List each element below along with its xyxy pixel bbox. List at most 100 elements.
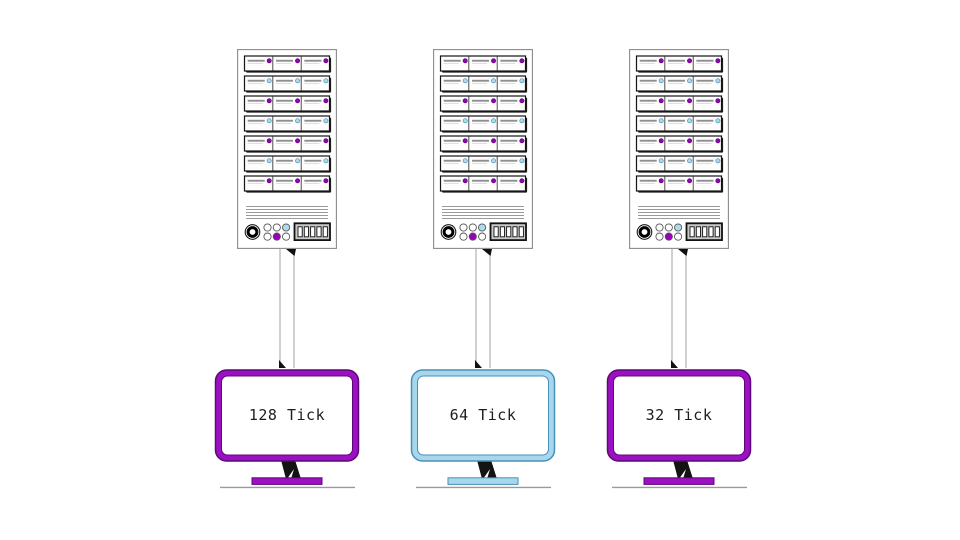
indicator-light-purple — [272, 232, 281, 241]
power-button-icon — [244, 224, 261, 240]
monitor-screen — [221, 375, 353, 456]
monitor — [606, 369, 752, 489]
drive-handle-groove — [304, 83, 320, 84]
drive-handle-groove — [304, 143, 320, 144]
drive-handle-groove — [247, 63, 263, 64]
drive-led — [658, 58, 664, 64]
port-slot — [506, 226, 512, 238]
drive-handle — [472, 179, 490, 182]
port-slot — [316, 226, 322, 238]
cable-connector — [475, 360, 482, 368]
drive-handle-groove — [247, 163, 263, 164]
server-monitor-column: 32 Tick — [604, 0, 754, 540]
drive-handle — [472, 99, 490, 102]
drive-led — [323, 138, 329, 144]
indicator-light — [664, 223, 673, 232]
drive-led — [658, 138, 664, 144]
drive-handle — [668, 159, 686, 162]
drive-handle — [443, 119, 461, 122]
drive-handle-groove — [443, 143, 459, 144]
port-slot — [714, 226, 720, 238]
drive-handle — [639, 159, 657, 162]
cable-connector — [678, 249, 688, 256]
drive-handle — [443, 179, 461, 182]
drive-handle-groove — [696, 63, 712, 64]
drive-led — [266, 138, 272, 144]
drive-led — [323, 78, 329, 84]
drive-handle-groove — [247, 183, 263, 184]
drive-handle-groove — [304, 123, 320, 124]
port-slot — [708, 226, 714, 238]
drive-led — [462, 98, 468, 104]
drive-handle-groove — [443, 123, 459, 124]
port-slot — [493, 226, 499, 238]
drive-handle — [500, 99, 518, 102]
drive-led — [491, 78, 496, 84]
drive-handle-groove — [500, 83, 516, 84]
drive-handle-groove — [443, 163, 459, 164]
drive-handle — [247, 139, 265, 142]
drive-handle-groove — [443, 83, 459, 84]
drive-handle — [247, 119, 265, 122]
drive-handle — [696, 79, 714, 82]
indicator-light-purple — [468, 232, 477, 241]
drive-led — [715, 98, 721, 104]
indicator-light-purple — [664, 232, 673, 241]
port-slot — [499, 226, 505, 238]
drive-led — [491, 178, 496, 184]
drive-handle-groove — [500, 123, 516, 124]
port-slot — [689, 226, 695, 238]
drive-handle-groove — [696, 123, 712, 124]
indicator-light — [272, 223, 281, 232]
drive-handle — [696, 139, 714, 142]
drive-handle-groove — [668, 183, 684, 184]
drive-led — [323, 58, 329, 64]
drive-led — [295, 138, 300, 144]
drive-led — [715, 138, 721, 144]
drive-handle-groove — [472, 163, 488, 164]
drive-handle-groove — [443, 183, 459, 184]
drive-handle — [500, 159, 518, 162]
drive-handle-groove — [668, 143, 684, 144]
cable-connector — [279, 360, 286, 368]
drive-led — [715, 118, 721, 124]
server-rack — [629, 49, 729, 249]
drive-handle — [696, 99, 714, 102]
drive-handle-groove — [472, 83, 488, 84]
drive-led — [519, 158, 525, 164]
drive-handle-groove — [247, 83, 263, 84]
drive-led — [266, 98, 272, 104]
port-slot — [512, 226, 518, 238]
drive-bays — [243, 55, 332, 193]
drive-led — [295, 178, 300, 184]
cable — [671, 249, 688, 368]
drive-led — [687, 58, 692, 64]
server-monitor-column: 64 Tick — [408, 0, 558, 540]
drive-handle — [276, 59, 294, 62]
control-panel — [440, 222, 527, 242]
drive-led — [266, 178, 272, 184]
monitor — [214, 369, 360, 489]
port-slot — [695, 226, 701, 238]
indicator-light — [263, 223, 272, 232]
drive-handle — [276, 99, 294, 102]
port-slot — [310, 226, 316, 238]
drive-led — [519, 178, 525, 184]
drive-handle — [304, 99, 322, 102]
drive-handle — [500, 79, 518, 82]
indicator-light — [655, 223, 664, 232]
drive-handle — [472, 79, 490, 82]
monitor-base — [643, 477, 715, 485]
drive-handle — [639, 59, 657, 62]
drive-handle-groove — [443, 63, 459, 64]
drive-led — [266, 78, 272, 84]
drive-handle-groove — [696, 143, 712, 144]
drive-handle-groove — [276, 83, 292, 84]
drive-handle-groove — [472, 183, 488, 184]
drive-led — [658, 78, 664, 84]
monitor-stand-highlight — [287, 469, 294, 479]
drive-handle-groove — [668, 103, 684, 104]
drive-led — [687, 118, 692, 124]
drive-handle-groove — [500, 103, 516, 104]
